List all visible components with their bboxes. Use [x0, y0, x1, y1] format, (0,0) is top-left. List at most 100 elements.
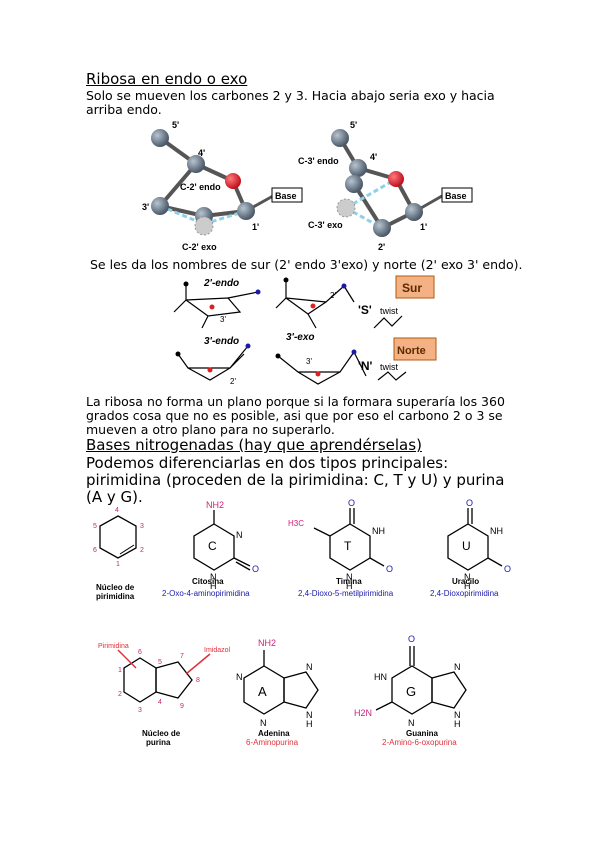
- svg-text:3: 3: [140, 523, 144, 530]
- svg-text:2-Oxo-4-aminopirimidina: 2-Oxo-4-aminopirimidina: [162, 589, 250, 598]
- label-norte: Norte: [397, 345, 426, 357]
- svg-text:Citosina: Citosina: [192, 577, 224, 586]
- svg-text:5': 5': [172, 120, 179, 130]
- svg-text:C-3' endo: C-3' endo: [298, 156, 339, 166]
- svg-text:5': 5': [350, 120, 357, 130]
- uracil-structure: O O NH N H U Uracilo 2,4-Dioxopirimidina: [430, 498, 511, 598]
- svg-text:Base: Base: [445, 191, 467, 201]
- svg-text:6: 6: [93, 547, 97, 554]
- svg-text:4: 4: [115, 507, 119, 514]
- svg-text:7: 7: [180, 653, 184, 660]
- svg-text:Núcleo de: Núcleo de: [96, 583, 135, 592]
- pucker-schematic-figure: 2'-endo 3' 2' 3'-exo 3'-endo 3' 2' 'S' t…: [173, 275, 437, 386]
- svg-text:Núcleo de: Núcleo de: [142, 729, 181, 738]
- svg-text:O: O: [386, 564, 393, 574]
- svg-text:Uracilo: Uracilo: [452, 577, 479, 586]
- paragraph-ribosa-intro: Solo se mueven los carbones 2 y 3. Hacia…: [86, 88, 495, 117]
- paragraph-bases-intro: Podemos diferenciarlas en dos tipos prin…: [86, 454, 505, 506]
- adenine-structure: NH2 N N N N H A Adenina 6-Aminopurina: [236, 638, 319, 747]
- svg-text:2: 2: [118, 691, 122, 698]
- svg-text:H: H: [454, 719, 461, 729]
- svg-text:H: H: [346, 581, 353, 591]
- pyrimidine-nucleus: 4 3 5 6 2 1 Núcleo de pirimidina: [93, 507, 144, 601]
- label-n: 'N': [358, 359, 373, 373]
- svg-text:Base: Base: [275, 191, 297, 201]
- svg-text:N: N: [408, 718, 415, 728]
- svg-text:twist: twist: [380, 306, 398, 316]
- svg-text:6-Aminopurina: 6-Aminopurina: [246, 738, 299, 747]
- svg-text:C: C: [208, 539, 217, 553]
- svg-text:3': 3': [306, 357, 312, 366]
- svg-text:2,4-Dioxo-5-metilpirimidina: 2,4-Dioxo-5-metilpirimidina: [298, 589, 394, 598]
- svg-text:1': 1': [252, 222, 259, 232]
- svg-text:2': 2': [330, 291, 336, 300]
- purine-nucleus: Pirimidina Imidazol 1 2 3 4 5 6 7 8 9 Nú…: [98, 643, 231, 747]
- svg-text:1: 1: [116, 561, 120, 568]
- label-s: 'S': [358, 303, 372, 317]
- svg-text:Pirimidina: Pirimidina: [98, 643, 129, 650]
- svg-text:C-2' endo: C-2' endo: [180, 182, 221, 192]
- svg-text:N: N: [454, 662, 461, 672]
- ribose-pucker-figure: 5' 4' 3' 1' C-2' endo C-2' exo Base 5' 4…: [142, 120, 473, 252]
- svg-text:N: N: [346, 572, 353, 582]
- svg-text:Timina: Timina: [336, 577, 362, 586]
- svg-text:A: A: [258, 684, 267, 699]
- svg-text:G: G: [406, 684, 416, 699]
- svg-text:O: O: [466, 498, 473, 508]
- svg-text:T: T: [344, 539, 352, 553]
- heading-bases: Bases nitrogenadas (hay que aprendérsela…: [86, 436, 422, 454]
- svg-text:HN: HN: [374, 672, 387, 682]
- svg-text:2': 2': [378, 242, 385, 252]
- heading-ribosa: Ribosa en endo o exo: [86, 70, 248, 88]
- svg-text:N: N: [454, 710, 461, 720]
- svg-text:H: H: [306, 719, 313, 729]
- svg-text:O: O: [408, 634, 415, 644]
- svg-text:twist: twist: [380, 362, 398, 372]
- svg-text:O: O: [504, 564, 511, 574]
- purines-figure: Pirimidina Imidazol 1 2 3 4 5 6 7 8 9 Nú…: [98, 634, 467, 747]
- svg-text:4': 4': [198, 148, 205, 158]
- svg-text:3: 3: [138, 707, 142, 714]
- svg-text:6: 6: [138, 649, 142, 656]
- svg-text:4': 4': [370, 152, 377, 162]
- svg-text:purina: purina: [146, 738, 171, 747]
- svg-text:1': 1': [420, 222, 427, 232]
- svg-text:H2N: H2N: [354, 708, 372, 718]
- svg-text:N: N: [464, 572, 471, 582]
- svg-text:8: 8: [196, 677, 200, 684]
- guanine-structure: O HN H2N N N N H G Guanina 2-Amino-6-oxo…: [354, 634, 467, 747]
- svg-text:5: 5: [158, 659, 162, 666]
- svg-text:3': 3': [220, 315, 226, 324]
- svg-text:N: N: [236, 530, 243, 540]
- ribose-c3-endo-model: 5' 4' 2' 1' C-3' endo C-3' exo Base: [298, 120, 473, 252]
- svg-text:2: 2: [140, 547, 144, 554]
- svg-text:NH: NH: [372, 526, 385, 536]
- svg-text:9: 9: [180, 703, 184, 710]
- svg-text:NH2: NH2: [258, 638, 276, 648]
- svg-text:4: 4: [158, 699, 162, 706]
- svg-text:H: H: [464, 581, 471, 591]
- svg-text:C-2' exo: C-2' exo: [182, 242, 217, 252]
- svg-text:N: N: [210, 572, 217, 582]
- svg-text:H3C: H3C: [288, 519, 304, 528]
- ribose-c2-endo-model: 5' 4' 3' 1' C-2' endo C-2' exo Base: [142, 120, 303, 252]
- svg-text:O: O: [348, 498, 355, 508]
- svg-text:3': 3': [142, 202, 149, 212]
- paragraph-plano: La ribosa no forma un plano porque si la…: [86, 394, 505, 437]
- svg-text:C-3' exo: C-3' exo: [308, 220, 343, 230]
- pyrimidines-figure: 4 3 5 6 2 1 Núcleo de pirimidina NH2 O N…: [93, 498, 511, 601]
- svg-text:Imidazol: Imidazol: [204, 647, 231, 654]
- svg-text:Adenina: Adenina: [258, 729, 290, 738]
- svg-text:U: U: [462, 539, 471, 553]
- svg-text:1: 1: [118, 667, 122, 674]
- svg-text:H: H: [210, 581, 217, 591]
- svg-text:Guanina: Guanina: [406, 729, 439, 738]
- svg-text:N: N: [306, 662, 313, 672]
- label-2-endo: 2'-endo: [203, 278, 239, 289]
- sur-box: [395, 275, 435, 299]
- svg-text:N: N: [260, 718, 267, 728]
- thymine-structure: H3C O O NH N H T Timina 2,4-Dioxo-5-meti…: [288, 498, 394, 598]
- svg-text:2,4-Dioxopirimidina: 2,4-Dioxopirimidina: [430, 589, 499, 598]
- svg-text:pirimidina: pirimidina: [96, 592, 135, 601]
- svg-text:NH: NH: [490, 526, 503, 536]
